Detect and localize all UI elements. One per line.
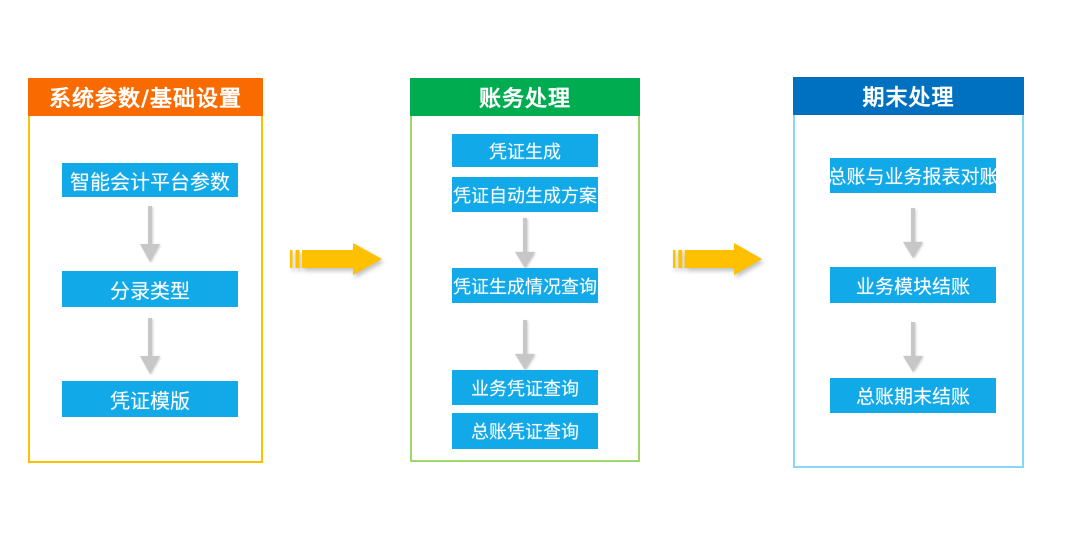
step-voucher-generation-query: 凭证生成情况查询 [452,268,598,303]
step-gl-period-end-closing: 总账期末结账 [830,378,996,413]
column-period-end: 期末处理 总账与业务报表对账 业务模块结账 总账期末结账 [793,77,1024,468]
column-title: 系统参数/基础设置 [28,78,263,116]
column-title: 账务处理 [410,78,640,116]
step-platform-params: 智能会计平台参数 [62,163,238,197]
flow-arrow-icon [290,242,383,276]
step-entry-type: 分录类型 [62,271,238,307]
step-gl-business-report-reconciliation: 总账与业务报表对账 [828,158,999,193]
step-gl-voucher-query: 总账凭证查询 [452,413,598,449]
column-accounting-processing: 账务处理 凭证生成 凭证自动生成方案 凭证生成情况查询 业务凭证查询 总账凭证查… [410,78,640,462]
step-business-voucher-query: 业务凭证查询 [452,370,598,405]
down-arrow-icon [900,208,926,258]
down-arrow-icon [512,320,538,370]
column-system-settings: 系统参数/基础设置 智能会计平台参数 分录类型 凭证模版 [28,78,263,463]
flow-arrow-icon [673,242,763,276]
down-arrow-icon [137,206,163,262]
column-title: 期末处理 [793,77,1024,115]
step-voucher-template: 凭证模版 [62,381,238,417]
step-business-module-closing: 业务模块结账 [830,267,996,303]
down-arrow-icon [900,322,926,372]
step-voucher-generate: 凭证生成 [452,134,598,167]
step-voucher-auto-scheme: 凭证自动生成方案 [452,177,598,212]
down-arrow-icon [512,218,538,268]
down-arrow-icon [137,318,163,374]
